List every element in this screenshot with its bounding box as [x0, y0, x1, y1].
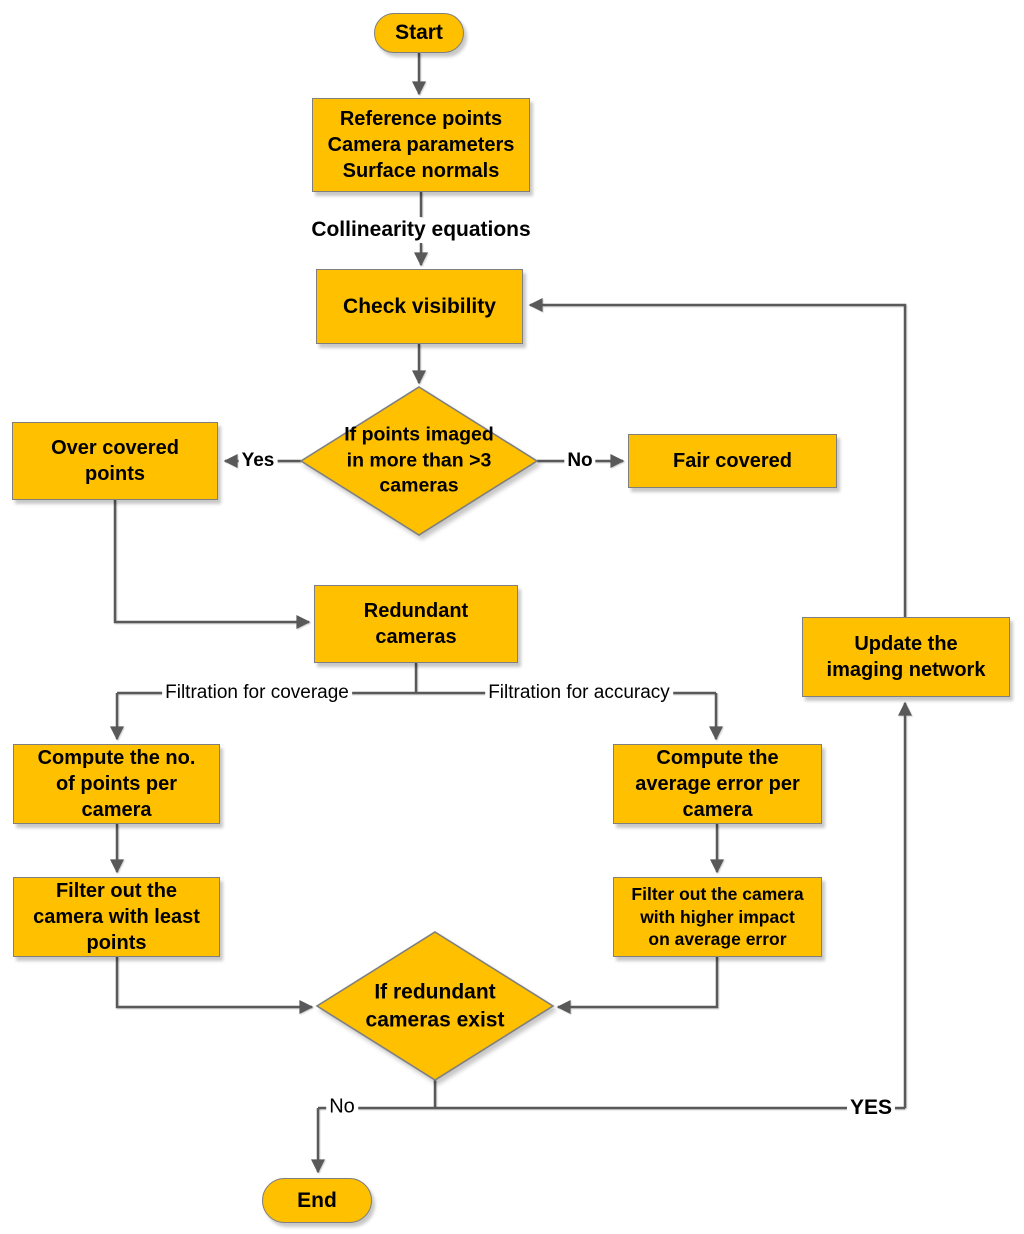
yes-top-label: Yes	[238, 450, 278, 472]
compute-error-label: Compute the average error per camera	[635, 747, 800, 821]
edge-update-to-check	[528, 298, 907, 617]
inputs-node: Reference points Camera parameters Surfa…	[312, 98, 530, 192]
end-label: End	[297, 1188, 337, 1212]
filtration-accuracy-label: Filtration for accuracy	[485, 682, 673, 704]
decision-coverage-label: If points imaged in more than >3 cameras	[344, 423, 494, 497]
no-bottom-label: No	[326, 1095, 358, 1119]
decision-shapes-group	[299, 386, 555, 1081]
decision-redundant-label: If redundant cameras exist	[365, 980, 505, 1031]
yes-bottom-label: YES	[846, 1096, 896, 1120]
decision-redundant-diamond	[315, 931, 555, 1081]
collinearity-equations-label: Collinearity equations	[308, 218, 534, 242]
no-top-label: No	[564, 450, 596, 472]
update-network-label: Update the imaging network	[826, 633, 986, 681]
inputs-label: Reference points Camera parameters Surfa…	[327, 108, 515, 182]
redundant-cameras-label: Redundant cameras	[363, 600, 469, 648]
filter-higher-impact-node: Filter out the camera with higher impact…	[613, 877, 822, 957]
redundant-cameras-node: Redundant cameras	[314, 585, 518, 663]
decision-coverage-diamond	[299, 386, 539, 536]
filtration-coverage-label: Filtration for coverage	[162, 682, 352, 704]
filter-higher-impact-label: Filter out the camera with higher impact…	[631, 883, 804, 950]
edge-overcovered-to-redundant	[113, 500, 311, 629]
check-visibility-node: Check visibility	[316, 269, 523, 344]
compute-points-node: Compute the no. of points per camera	[13, 744, 220, 824]
start-label: Start	[395, 21, 443, 45]
filter-least-points-label: Filter out the camera with least points	[33, 880, 200, 954]
update-network-node: Update the imaging network	[802, 617, 1010, 697]
edges-group	[110, 53, 912, 1174]
over-covered-node: Over covered points	[12, 422, 218, 500]
end-node: End	[262, 1178, 372, 1223]
compute-points-label: Compute the no. of points per camera	[37, 747, 196, 821]
start-node: Start	[374, 13, 464, 53]
fair-covered-label: Fair covered	[673, 450, 792, 472]
filter-least-points-node: Filter out the camera with least points	[13, 877, 220, 957]
check-visibility-label: Check visibility	[343, 294, 496, 318]
edge-filter-impact-to-decision2	[556, 957, 719, 1014]
edge-filter-least-to-decision2	[115, 957, 314, 1014]
over-covered-label: Over covered points	[51, 437, 179, 485]
fair-covered-node: Fair covered	[628, 434, 837, 488]
compute-error-node: Compute the average error per camera	[613, 744, 822, 824]
